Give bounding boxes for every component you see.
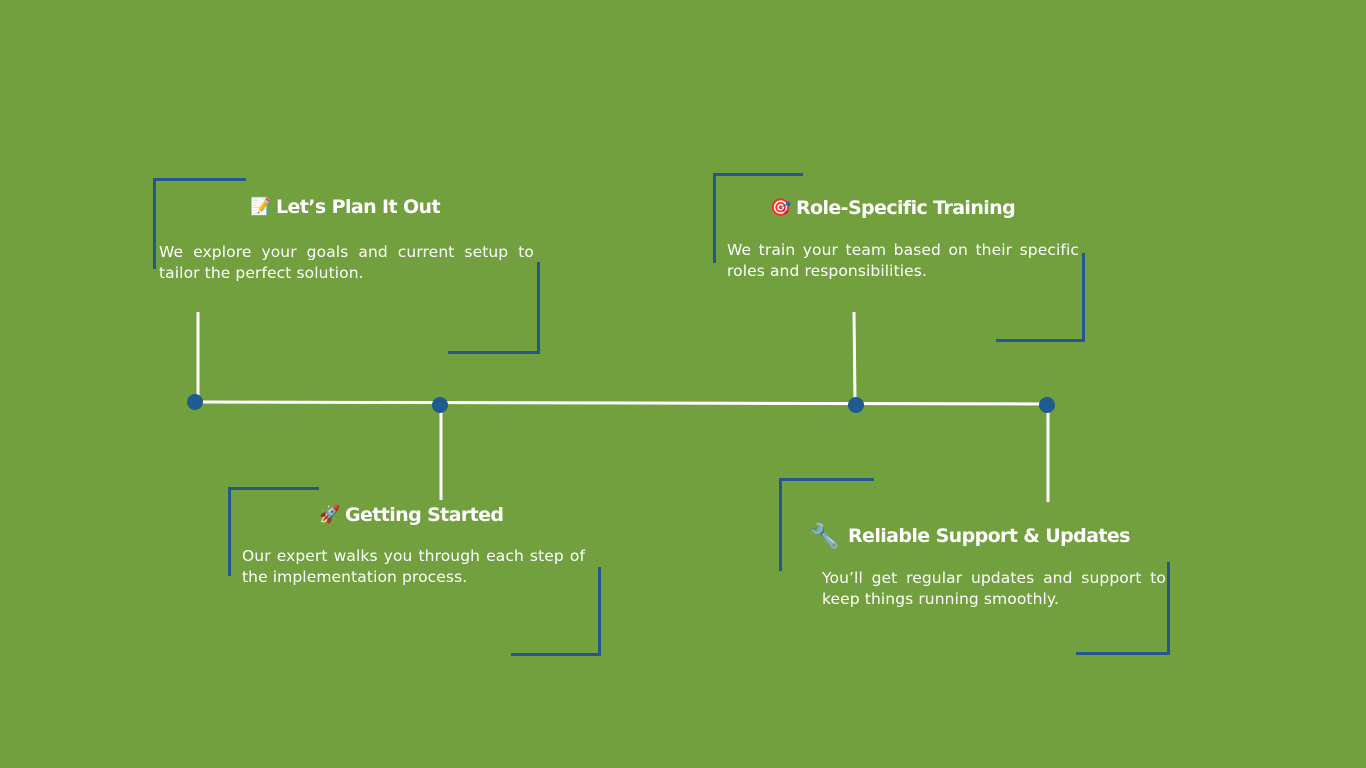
timeline-node-2 xyxy=(432,397,448,413)
step-3-title-text: Role-Specific Training xyxy=(796,197,1016,219)
step-2-description: Our expert walks you through each step o… xyxy=(242,547,585,586)
step-4-corner-top-left xyxy=(779,478,874,571)
step-4-corner-bottom-right xyxy=(1076,562,1170,655)
step-3-corner-top-left xyxy=(713,173,803,263)
step-2-title-text: Getting Started xyxy=(345,504,504,526)
step-2-corner-bottom-right xyxy=(511,567,601,656)
step-2-title: 🚀 Getting Started xyxy=(319,503,504,527)
step-1-corner-bottom-right xyxy=(448,262,540,354)
step-1-description: We explore your goals and current setup … xyxy=(159,243,534,282)
memo-icon: 📝 xyxy=(250,197,271,217)
step-3-corner-bottom-right xyxy=(996,253,1085,342)
timeline-main-line xyxy=(194,400,1049,406)
step-3-title: 🎯 Role-Specific Training xyxy=(770,196,1016,220)
target-icon: 🎯 xyxy=(770,198,791,218)
step-1-title: 📝 Let’s Plan It Out xyxy=(250,195,441,219)
step-4-description: You’ll get regular updates and support t… xyxy=(822,569,1166,608)
step-3-description: We train your team based on their specif… xyxy=(727,241,1079,280)
step-1-corner-top-left xyxy=(153,178,246,269)
connector-step-3 xyxy=(852,311,857,402)
step-2-corner-top-left xyxy=(228,487,319,576)
tools-icon: 🔧 xyxy=(810,522,840,550)
step-4-title-text: Reliable Support & Updates xyxy=(848,525,1130,547)
rocket-icon: 🚀 xyxy=(319,505,340,525)
timeline-node-3 xyxy=(848,397,864,413)
timeline-node-4 xyxy=(1039,397,1055,413)
step-1-title-text: Let’s Plan It Out xyxy=(276,196,441,218)
timeline-node-1 xyxy=(187,394,203,410)
step-4-title: 🔧 Reliable Support & Updates xyxy=(808,524,1130,548)
